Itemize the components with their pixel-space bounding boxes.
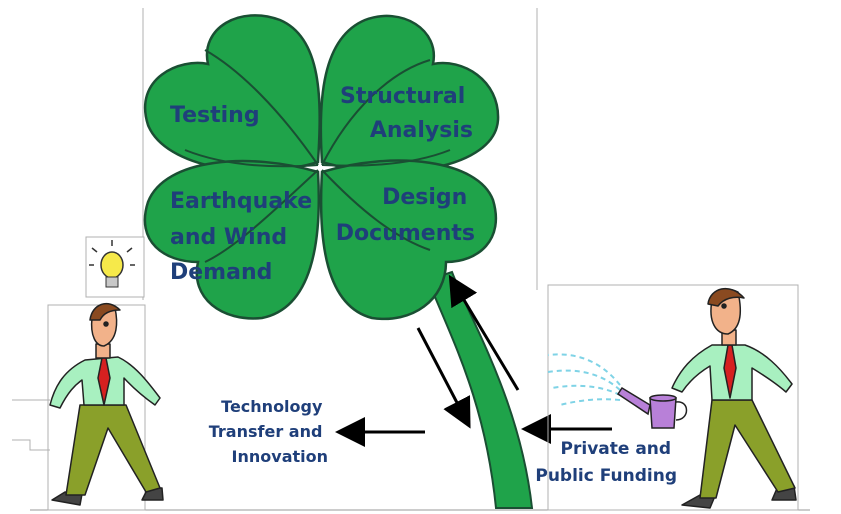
vein-top-right — [321, 59, 431, 166]
arrow-down-stem — [416, 327, 471, 429]
leaf-bottom-left — [143, 159, 321, 320]
arrow-up-stem — [448, 274, 520, 391]
left-figure-frame — [47, 304, 146, 511]
watering-can-icon — [616, 386, 688, 429]
vein-top-left-2 — [184, 149, 319, 168]
vein-bottom-right — [321, 169, 431, 251]
step-line-2 — [12, 439, 50, 451]
lightbulb-icon — [89, 240, 135, 288]
clover-stem — [426, 270, 534, 509]
leaf-top-right — [319, 14, 500, 173]
water-spray — [547, 353, 621, 406]
vein-top-right-2 — [321, 149, 451, 167]
vein-bottom-left — [204, 169, 319, 263]
leaf-top-left — [144, 14, 321, 173]
leaf-label-structural-analysis: Structural Analysis — [340, 84, 473, 143]
technology-transfer-label: Technology Transfer and Innovation — [209, 397, 328, 466]
funding-label: Private and Public Funding — [535, 439, 677, 486]
right-walking-man — [671, 287, 797, 509]
leaf-label-design-documents: Design Documents — [336, 185, 475, 246]
left-walking-man — [49, 302, 164, 506]
right-figure-frame — [547, 284, 799, 511]
clover-leaves — [143, 14, 500, 321]
leaf-label-earthquake: Earthquake and Wind Demand — [170, 189, 320, 285]
vein-top-left — [204, 49, 319, 166]
leaf-label-testing: Testing — [170, 103, 260, 128]
